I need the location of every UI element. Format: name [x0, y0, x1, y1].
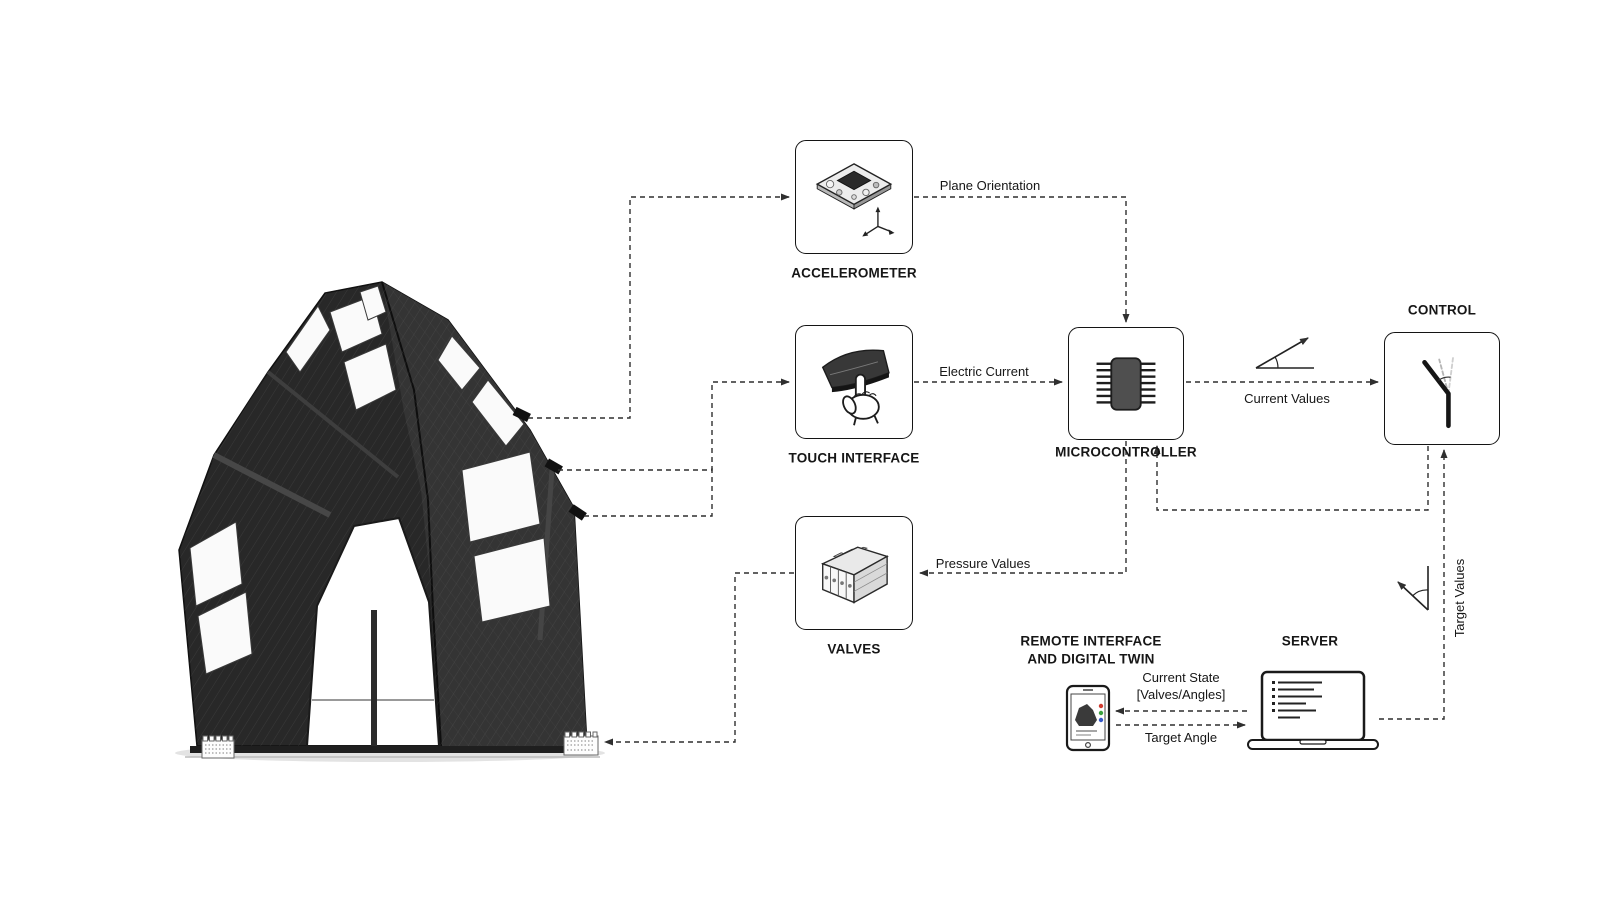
structure-mullion: [371, 610, 377, 746]
edge-valves-structure: [604, 572, 794, 746]
air-supply-block-right: [563, 731, 599, 756]
axis-triad-icon: [862, 206, 895, 237]
remote-interface-label-line2: AND DIGITAL TWIN: [1027, 651, 1155, 667]
status-dot-green: [1098, 710, 1104, 716]
angle-symbol-target-icon: [1397, 566, 1429, 611]
valves-node: [795, 516, 913, 630]
control-flap-icon: [1422, 356, 1454, 428]
edge-control-microcontroller-feedback: [1153, 445, 1429, 511]
status-dot-blue: [1098, 717, 1104, 723]
microcontroller-label: MICROCONTROLLER: [1055, 444, 1197, 460]
accelerometer-node: [795, 140, 913, 254]
remote-interface-label-line1: REMOTE INTERFACE: [1020, 633, 1162, 649]
accelerometer-pcb-icon: [815, 163, 895, 237]
control-label: CONTROL: [1407, 302, 1477, 318]
sensor-tab: [512, 406, 531, 423]
status-dot-red: [1098, 703, 1104, 709]
current-state-label-line1: Current State: [1142, 669, 1220, 685]
structure-brace: [212, 452, 332, 518]
target-values-label: Target Values: [1451, 558, 1467, 638]
target-angle-label: Target Angle: [1144, 729, 1218, 745]
connectors: [528, 193, 1448, 746]
angle-symbol-current-icon: [1255, 337, 1314, 369]
structure-base-slab: [190, 746, 590, 753]
valve-manifold-icon: [820, 546, 889, 604]
digital-twin-thumbnail: [1075, 704, 1097, 726]
pressure-values-label: Pressure Values: [935, 555, 1031, 571]
air-supply-block-left: [201, 735, 235, 759]
current-state-label-line2: [Valves/Angles]: [1136, 686, 1226, 702]
smartphone-icon: [1065, 684, 1111, 752]
microcontroller-node: [1068, 327, 1184, 440]
touch-interface-node: [795, 325, 913, 439]
server-log-lines: [1272, 681, 1322, 719]
pavilion-structure: [175, 281, 605, 762]
accelerometer-label: ACCELEROMETER: [791, 265, 917, 281]
edge-microcontroller-valves: [919, 441, 1127, 577]
edge-structure-touch-lower: [584, 468, 713, 517]
plane-orientation-label: Plane Orientation: [939, 177, 1041, 193]
current-values-label: Current Values: [1244, 390, 1330, 406]
electric-current-label: Electric Current: [939, 363, 1029, 379]
laptop-icon: [1247, 670, 1379, 750]
structure-brace: [266, 370, 400, 479]
edge-server-control-target-values: [1379, 449, 1448, 720]
edge-structure-touch-upper: [558, 378, 790, 471]
touch-hand-icon: [821, 349, 890, 426]
touch-interface-label: TOUCH INTERFACE: [788, 450, 920, 466]
edge-structure-accelerometer: [528, 193, 790, 419]
microcontroller-chip-icon: [1096, 356, 1156, 411]
server-label: SERVER: [1281, 633, 1339, 649]
sensor-tab: [568, 504, 587, 521]
control-node: [1384, 332, 1500, 445]
structure-white-panels: [189, 285, 551, 675]
edge-accelerometer-microcontroller: [914, 196, 1130, 323]
valves-label: VALVES: [827, 641, 881, 657]
